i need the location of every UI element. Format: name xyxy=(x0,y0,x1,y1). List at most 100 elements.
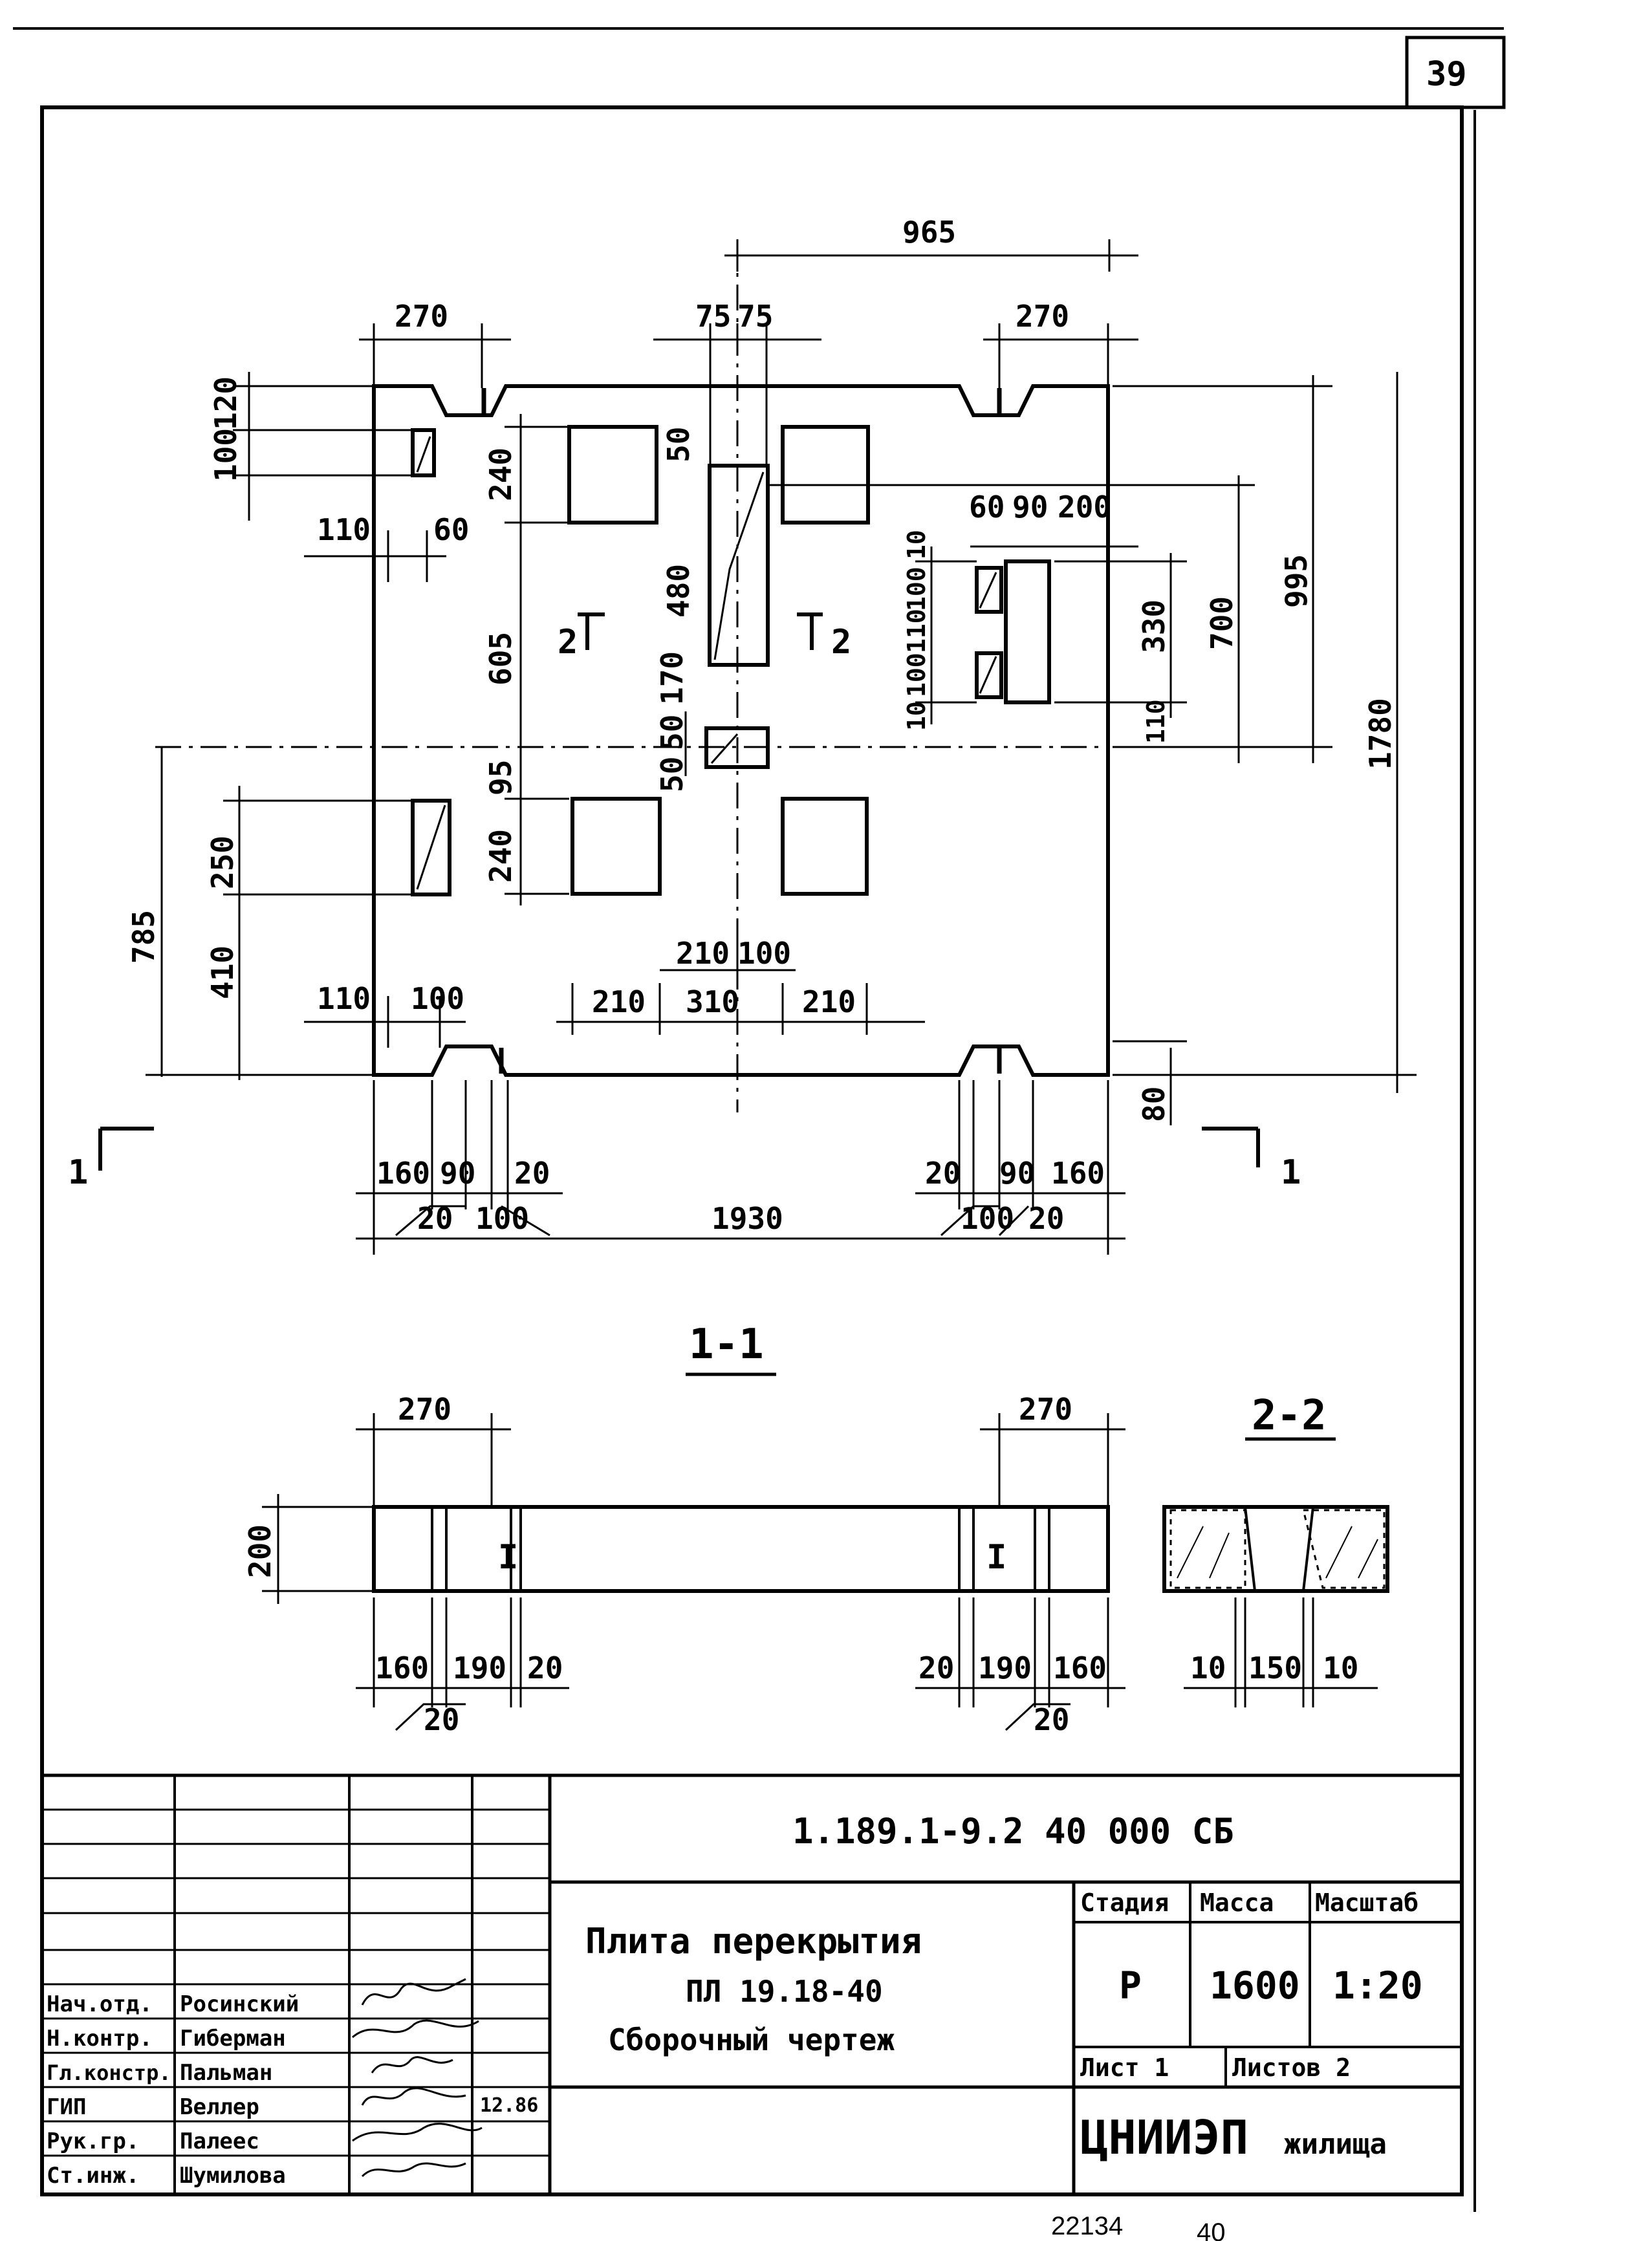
dim-995: 995 xyxy=(1279,554,1314,608)
dim-100-bevel-right: 100 xyxy=(961,1201,1014,1236)
dim-100-inner: 100 xyxy=(737,936,791,971)
dim-75-a: 75 xyxy=(695,299,731,334)
drawing-title-line-2: ПЛ 19.18-40 xyxy=(686,1974,883,2009)
section-1-1-title: 1-1 xyxy=(689,1321,764,1369)
dim-120: 120 xyxy=(208,376,243,430)
section-2-2-drawing xyxy=(1162,1505,1389,1593)
dim-90-left: 90 xyxy=(440,1156,475,1191)
staff-name-4: Веллер xyxy=(180,2094,259,2120)
dim-95: 95 xyxy=(483,760,518,796)
dim-785: 785 xyxy=(126,910,161,964)
section-1-1-dimension-lines xyxy=(262,1413,1125,1731)
plan-dimension-texts: 965 270 75 75 270 100 120 240 605 95 240… xyxy=(68,215,1398,1236)
s11-dim-20-bevel-left: 20 xyxy=(424,1702,459,1737)
dim-210-left: 210 xyxy=(592,984,646,1019)
section-cut-markers xyxy=(98,612,1260,1171)
s11-dim-190-right: 190 xyxy=(978,1651,1032,1685)
staff-role-3: Гл.констр. xyxy=(47,2061,171,2085)
staff-name-3: Пальман xyxy=(180,2060,272,2086)
dim-310: 310 xyxy=(686,984,739,1019)
dim-100-bottom: 100 xyxy=(411,981,464,1016)
dim-110-side: 110 xyxy=(902,609,931,653)
mass-value: 1600 xyxy=(1210,1964,1300,2008)
dim-60-side: 60 xyxy=(969,490,1005,525)
staff-name-5: Палеес xyxy=(180,2128,259,2154)
section-1-1-drawing xyxy=(372,1505,1110,1593)
dim-605: 605 xyxy=(483,632,518,686)
dim-100-b: 100 xyxy=(902,653,931,697)
dim-1930: 1930 xyxy=(712,1201,783,1236)
staff-name-6: Шумилова xyxy=(180,2163,286,2189)
dim-50-mid: 50 xyxy=(655,715,690,750)
signature-2 xyxy=(352,2019,479,2039)
dim-100: 100 xyxy=(208,428,243,482)
staff-name-2: Гиберман xyxy=(180,2026,286,2052)
stage-value: Р xyxy=(1119,1964,1142,2008)
document-code: 1.189.1-9.2 40 000 СБ xyxy=(792,1811,1234,1852)
plan-dimension-lines xyxy=(146,239,1417,1255)
dim-240-bottom: 240 xyxy=(483,829,518,883)
dim-170: 170 xyxy=(655,651,690,705)
organization-suffix: жилища xyxy=(1284,2128,1387,2161)
dim-110-top: 110 xyxy=(317,512,371,547)
s11-dim-270-left: 270 xyxy=(398,1392,451,1427)
signature-5 xyxy=(352,2123,483,2142)
dim-20-left: 20 xyxy=(514,1156,550,1191)
s22-dim-10-left: 10 xyxy=(1190,1651,1226,1685)
dim-50-low: 50 xyxy=(655,757,690,792)
dim-1780: 1780 xyxy=(1363,698,1398,770)
dim-410: 410 xyxy=(205,946,240,999)
dim-210-top: 210 xyxy=(676,936,730,971)
organization-name: ЦНИИЭП xyxy=(1080,2110,1248,2165)
footer-page: 40 xyxy=(1197,2218,1226,2241)
dim-270-left: 270 xyxy=(395,299,448,334)
dim-75-b: 75 xyxy=(737,299,773,334)
cut-label-2-right: 2 xyxy=(831,623,851,662)
s22-dim-150: 150 xyxy=(1248,1651,1302,1685)
dim-80: 80 xyxy=(1136,1087,1171,1122)
dim-480: 480 xyxy=(661,564,696,618)
drawing-title-line-3: Сборочный чертеж xyxy=(608,2022,895,2057)
dim-10-a: 10 xyxy=(902,530,931,559)
scale-header: Масштаб xyxy=(1315,1889,1418,1917)
dim-10-b: 10 xyxy=(902,701,931,731)
staff-role-5: Рук.гр. xyxy=(47,2128,139,2154)
dim-50-top: 50 xyxy=(661,427,696,462)
dim-20-bevel-left: 20 xyxy=(417,1201,453,1236)
cut-label-1-left: 1 xyxy=(68,1153,88,1192)
staff-role-1: Нач.отд. xyxy=(47,1991,153,2017)
sheets-total: Листов 2 xyxy=(1232,2053,1351,2082)
section-2-2-title: 2-2 xyxy=(1252,1392,1327,1440)
dim-160-right: 160 xyxy=(1051,1156,1105,1191)
dim-700: 700 xyxy=(1204,596,1239,650)
sheet-number: Лист 1 xyxy=(1080,2053,1169,2082)
scale-value: 1:20 xyxy=(1332,1964,1423,2008)
dim-20-bevel-right: 20 xyxy=(1028,1201,1064,1236)
staff-role-4: ГИП xyxy=(47,2094,86,2120)
slab-plan xyxy=(372,384,1110,1077)
section-2-2-texts: 10 150 10 xyxy=(1190,1651,1358,1685)
dim-330: 330 xyxy=(1136,600,1171,653)
sheet-frame xyxy=(13,27,1506,2212)
dim-110-bottom: 110 xyxy=(317,981,371,1016)
signature-1 xyxy=(361,1978,466,2006)
dim-250: 250 xyxy=(205,836,240,889)
dim-240-top: 240 xyxy=(483,448,518,501)
title-block-lines xyxy=(42,1773,1462,2194)
title-block-texts: 1.189.1-9.2 40 000 СБ Плита перекрытия П… xyxy=(47,1811,1423,2189)
dim-90-right: 90 xyxy=(999,1156,1035,1191)
signatures xyxy=(352,1978,483,2178)
drawing-title-line-1: Плита перекрытия xyxy=(585,1921,922,1962)
signature-3 xyxy=(371,2056,453,2073)
dim-110-low: 110 xyxy=(1142,699,1170,744)
dim-60: 60 xyxy=(433,512,469,547)
section-1-1-texts: 270 270 200 160 190 20 20 190 160 20 20 … xyxy=(243,1392,1107,1737)
staff-role-2: Н.контр. xyxy=(47,2026,153,2052)
dim-270-right: 270 xyxy=(1016,299,1069,334)
dim-90-side: 90 xyxy=(1012,490,1048,525)
dim-965: 965 xyxy=(902,215,956,250)
s11-dim-20-bevel-right: 20 xyxy=(1034,1702,1069,1737)
s11-dim-20-right: 20 xyxy=(918,1651,954,1685)
s11-loop-mark-right: I xyxy=(986,1538,1006,1577)
